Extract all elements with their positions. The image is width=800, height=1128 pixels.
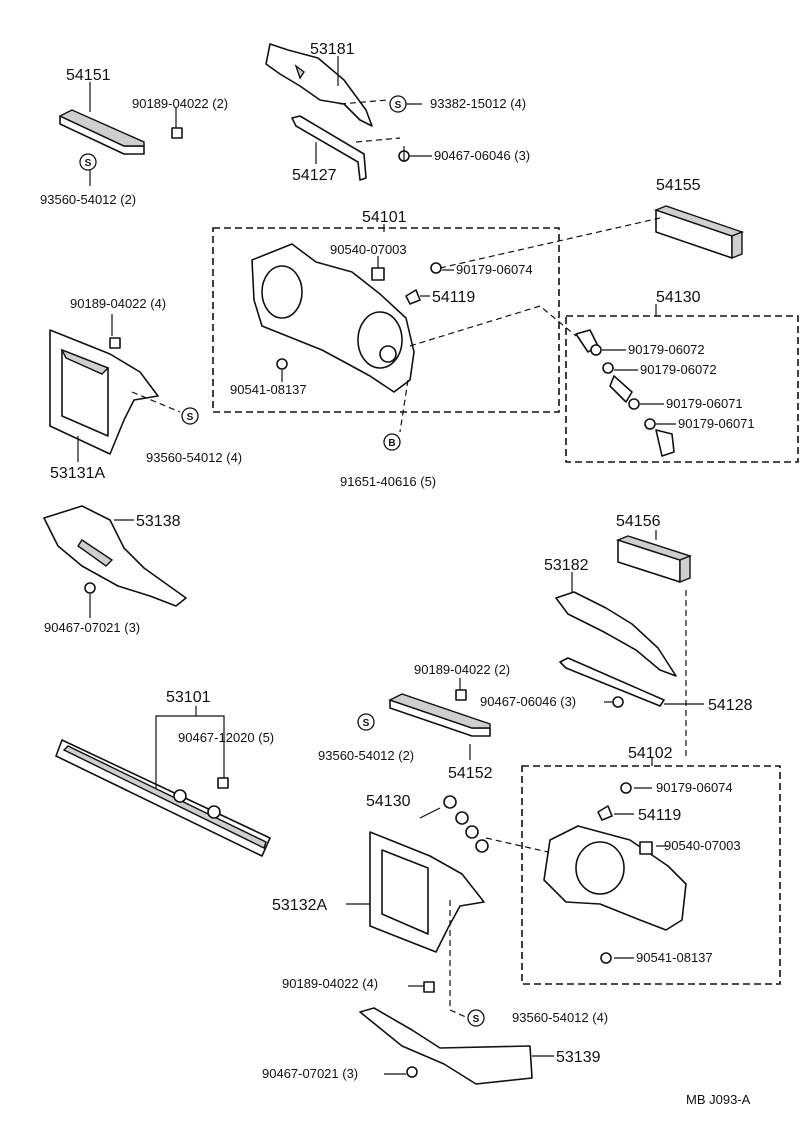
svg-text:S: S [473, 1014, 480, 1025]
leader-lines [77, 56, 704, 1075]
clip-icon [455, 689, 467, 701]
s-symbol: S [79, 153, 97, 171]
part-54155 [653, 205, 745, 260]
part-label: 54130 [366, 793, 411, 810]
part-label: 90467-07021 (3) [44, 620, 140, 635]
part-label: 90179-06071 [678, 416, 755, 431]
s-symbol: S [389, 95, 407, 113]
s-symbol: S [357, 713, 375, 731]
clip-icon [423, 981, 435, 993]
part-54130-lower [443, 795, 489, 853]
part-label: 53138 [136, 513, 181, 530]
part-label: 90179-06074 [456, 262, 533, 277]
part-54101 [251, 243, 415, 393]
part-label: 90541-08137 [636, 950, 713, 965]
svg-text:S: S [187, 412, 194, 423]
group-box-54102 [521, 765, 781, 985]
part-53101 [55, 739, 271, 857]
part-label: 54128 [708, 697, 753, 714]
screw-icon [406, 1066, 418, 1078]
part-label: 54102 [628, 745, 673, 762]
part-label: 54152 [448, 765, 493, 782]
part-label: 54151 [66, 67, 111, 84]
part-label: 90540-07003 [664, 838, 741, 853]
svg-text:S: S [363, 718, 370, 729]
screw-icon [612, 696, 624, 708]
part-label: 90189-04022 (4) [282, 976, 378, 991]
part-54156 [615, 535, 693, 584]
nut-icon [276, 262, 442, 370]
clip-icon [109, 337, 121, 349]
nut-icon [597, 782, 653, 964]
part-label: 93560-54012 (2) [318, 748, 414, 763]
part-label: 53181 [310, 41, 355, 58]
part-label: 90179-06072 [628, 342, 705, 357]
part-label: 90541-08137 [230, 382, 307, 397]
part-53131a [49, 329, 159, 455]
screw-icon [398, 146, 410, 162]
part-53182 [555, 591, 677, 677]
part-label: 53131A [50, 465, 105, 482]
part-54127 [291, 115, 367, 181]
part-label: 90179-06072 [640, 362, 717, 377]
part-label: 93382-15012 (4) [430, 96, 526, 111]
part-labels: 53181 54151 90189-04022 (2) 93382-15012 … [40, 41, 755, 1081]
part-54102 [543, 825, 687, 931]
part-label: 93560-54012 (4) [146, 450, 242, 465]
part-label: 90189-04022 (4) [70, 296, 166, 311]
part-label: 53101 [166, 689, 211, 706]
part-54130-hardware [575, 329, 675, 457]
part-label: 53139 [556, 1049, 601, 1066]
part-label: 53182 [544, 557, 589, 574]
part-54152 [388, 693, 491, 737]
part-label: 54119 [638, 807, 681, 824]
part-label: 54101 [362, 209, 407, 226]
part-label: 93560-54012 (4) [512, 1010, 608, 1025]
svg-text:B: B [388, 438, 395, 449]
svg-text:S: S [395, 100, 402, 111]
part-label: 90467-12020 (5) [178, 730, 274, 745]
part-label: 90540-07003 [330, 242, 407, 257]
b-symbol: B [383, 433, 401, 451]
part-label: 90179-06074 [656, 780, 733, 795]
part-label: 53132A [272, 897, 327, 914]
group-box-54101 [212, 227, 560, 413]
part-label: 90189-04022 (2) [132, 96, 228, 111]
part-53138 [43, 505, 187, 607]
part-label: 90467-06046 (3) [480, 694, 576, 709]
part-label: 54119 [432, 289, 475, 306]
s-symbol: S [181, 407, 199, 425]
s-symbol: S [467, 1009, 485, 1027]
part-label: 93560-54012 (2) [40, 192, 136, 207]
diagram-code: MB J093-A [686, 1092, 751, 1107]
part-label: 90467-07021 (3) [262, 1066, 358, 1081]
part-53139 [359, 1007, 533, 1085]
part-54151 [58, 109, 145, 155]
bolt-icon [217, 777, 229, 789]
part-label: 54130 [656, 289, 701, 306]
part-label: 90179-06071 [666, 396, 743, 411]
part-label: 54156 [616, 513, 661, 530]
part-label: 91651-40616 (5) [340, 474, 436, 489]
screw-icon [84, 582, 96, 594]
part-53132a [369, 831, 485, 953]
group-box-54130 [565, 315, 799, 463]
clip-icon [171, 127, 183, 139]
part-53181 [265, 43, 373, 127]
part-54128 [559, 657, 665, 707]
dashed-connections [131, 99, 687, 1019]
part-label: 90189-04022 (2) [414, 662, 510, 677]
part-label: 90467-06046 (3) [434, 148, 530, 163]
svg-text:S: S [85, 158, 92, 169]
part-label: 54155 [656, 177, 701, 194]
part-label: 54127 [292, 167, 337, 184]
